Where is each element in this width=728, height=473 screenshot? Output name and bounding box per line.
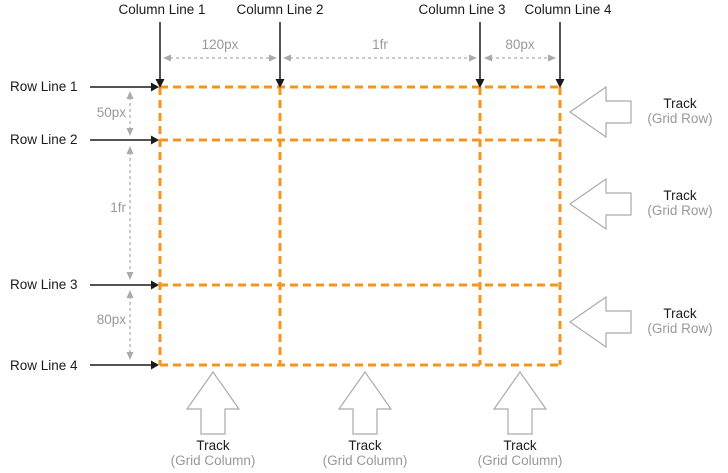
row-track-caption-2: Track (Grid Row) <box>634 188 726 218</box>
column-track-caption-2-subtitle: (Grid Column) <box>322 453 408 468</box>
column-line-label-3: Column Line 3 <box>418 2 506 17</box>
column-line-label-1: Column Line 1 <box>118 2 206 17</box>
row-line-label-4: Row Line 4 <box>10 358 78 373</box>
row-track-caption-1-subtitle: (Grid Row) <box>647 111 713 126</box>
column-track-caption-3-title: Track <box>503 438 537 453</box>
row-track-caption-3-title: Track <box>663 306 697 321</box>
column-track-caption-3-subtitle: (Grid Column) <box>477 453 563 468</box>
column-track-caption-1-title: Track <box>196 438 230 453</box>
column-track-arrow-1 <box>185 370 241 435</box>
column-track-caption-1: Track (Grid Column) <box>153 438 273 468</box>
column-track-caption-2: Track (Grid Column) <box>305 438 425 468</box>
row-track-arrow-3 <box>568 295 632 349</box>
row-line-label-2: Row Line 2 <box>10 132 78 147</box>
row-track-size-1: 50px <box>96 105 126 120</box>
column-track-size-3: 80px <box>505 37 535 52</box>
row-line-label-1: Row Line 1 <box>10 79 78 94</box>
row-track-caption-1-title: Track <box>663 96 697 111</box>
column-line-label-4: Column Line 4 <box>524 2 612 17</box>
row-track-caption-2-subtitle: (Grid Row) <box>647 203 713 218</box>
row-track-caption-3-subtitle: (Grid Row) <box>647 321 713 336</box>
column-track-caption-1-subtitle: (Grid Column) <box>170 453 256 468</box>
row-line-label-3: Row Line 3 <box>10 277 78 292</box>
row-track-arrow-2 <box>568 177 632 231</box>
column-line-pointer-arrows <box>155 22 565 88</box>
row-track-caption-1: Track (Grid Row) <box>634 96 726 126</box>
column-track-caption-2-title: Track <box>348 438 382 453</box>
column-track-arrow-2 <box>337 370 393 435</box>
row-track-arrows <box>568 85 632 349</box>
column-track-size-1: 120px <box>201 37 239 52</box>
column-line-label-2: Column Line 2 <box>236 2 324 17</box>
row-track-size-3: 80px <box>96 312 126 327</box>
column-track-arrow-3 <box>492 370 548 435</box>
row-line-pointer-arrows <box>90 82 159 370</box>
row-track-size-2: 1fr <box>110 200 126 215</box>
row-dimension-arrows <box>126 91 134 360</box>
column-track-caption-3: Track (Grid Column) <box>460 438 580 468</box>
row-track-caption-3: Track (Grid Row) <box>634 306 726 336</box>
column-track-size-2: 1fr <box>372 37 388 52</box>
row-track-caption-2-title: Track <box>663 188 697 203</box>
column-track-arrows <box>185 370 548 435</box>
column-dimension-arrows <box>163 54 556 62</box>
row-track-arrow-1 <box>568 85 632 139</box>
grid-lines <box>158 85 562 367</box>
